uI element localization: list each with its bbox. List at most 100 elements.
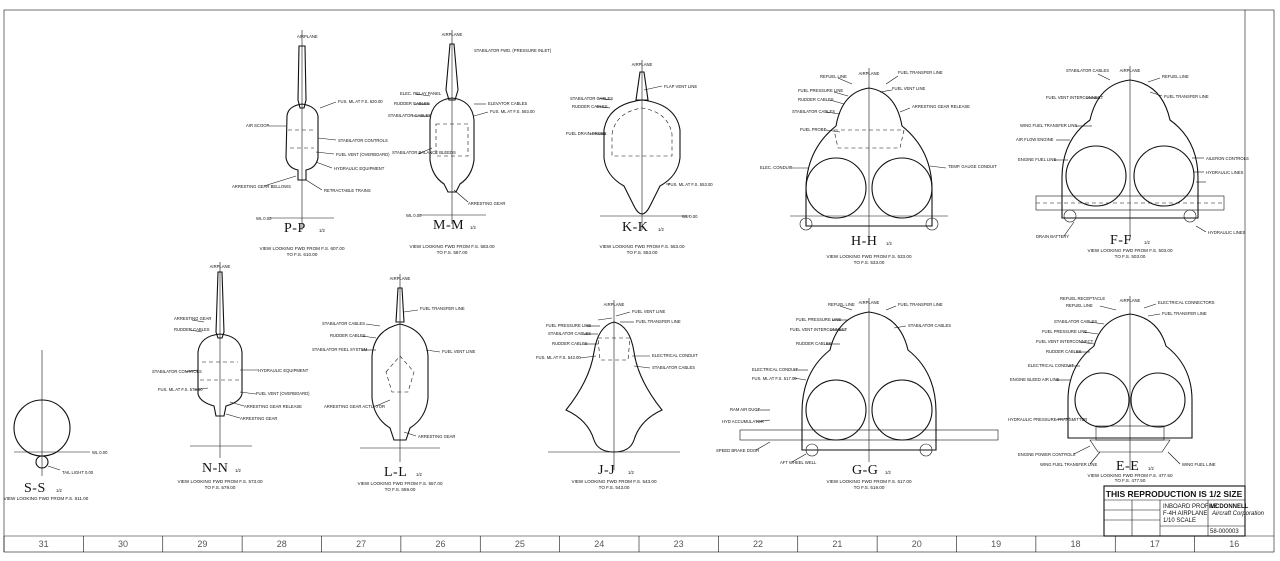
note: ARRESTING GEAR bbox=[418, 434, 455, 439]
note: RUDDER CABLES bbox=[798, 97, 834, 102]
zone-number: 27 bbox=[356, 539, 366, 549]
section-m-m: AIRPLANE STABILATOR FWD. (PRESSURE INLET… bbox=[388, 30, 552, 255]
note: ENGINE POWER CONTROLS bbox=[1018, 452, 1076, 457]
note: FUEL VENT LINE bbox=[892, 86, 925, 91]
section-label: N-N bbox=[202, 461, 228, 476]
zone-number: 18 bbox=[1071, 539, 1081, 549]
note: RUDDER CABLES bbox=[394, 101, 430, 106]
section-n-n: AIRPLANE ARRESTING GEAR RUDDER CABLES ST… bbox=[152, 262, 310, 490]
note: FUEL PRESSURE LINE bbox=[546, 323, 591, 328]
section-scale: 1/2 bbox=[1148, 466, 1154, 471]
note: STABILATOR FEEL SYSTEM bbox=[312, 347, 368, 352]
engine-left bbox=[1074, 372, 1130, 428]
zone-number: 29 bbox=[197, 539, 207, 549]
zone-number: 22 bbox=[753, 539, 763, 549]
tail-light bbox=[35, 455, 49, 469]
note: AIR FLOW ENGINE bbox=[1016, 137, 1054, 142]
note: STABILATOR CABLES bbox=[322, 321, 365, 326]
note: STABILATOR CABLES bbox=[792, 109, 835, 114]
view-caption: TO F.S. 559.00 bbox=[385, 487, 416, 492]
fuselage-outline bbox=[801, 311, 937, 451]
note: RUDDER CABLES bbox=[552, 341, 588, 346]
zone-number: 19 bbox=[991, 539, 1001, 549]
note: REFUEL LINE bbox=[820, 74, 847, 79]
section-scale: 1/2 bbox=[319, 228, 325, 233]
note: ENGINE BLEED AIR LINE bbox=[1010, 377, 1060, 382]
note: FUEL TRANSFER LINE bbox=[1162, 311, 1207, 316]
note: AIRPLANE bbox=[859, 300, 880, 305]
note: FLAP VENT LINE bbox=[664, 84, 697, 89]
view-caption: TO F.S. 587.00 bbox=[437, 250, 468, 255]
wing-root bbox=[739, 429, 999, 441]
section-label: G-G bbox=[852, 463, 878, 478]
section-l-l: AIRPLANE FUEL TRANSFER LINE STABILATOR C… bbox=[312, 274, 475, 492]
note: HYDRAULIC EQUIPMENT bbox=[334, 166, 385, 171]
note: FUEL TRANSFER LINE bbox=[898, 302, 943, 307]
note: FUEL PRESSURE LINE bbox=[1042, 329, 1087, 334]
note: AILERON CONTROLS bbox=[1206, 156, 1249, 161]
section-g-g: AIRPLANE REFUEL LINE FUEL TRANSFER LINE … bbox=[716, 298, 999, 490]
note: ELEVATOR CABLES bbox=[488, 101, 528, 106]
view-caption: VIEW LOOKING FWD FROM F.S. 583.00 bbox=[410, 244, 495, 249]
note: ELEC. RELAY PANEL bbox=[400, 91, 442, 96]
note: TEMP. GAUGE CONDUIT bbox=[948, 164, 997, 169]
section-scale: 1/2 bbox=[1144, 240, 1150, 245]
view-caption: VIEW LOOKING FWD FROM F.S. 557.00 bbox=[358, 481, 443, 486]
zone-number: 26 bbox=[436, 539, 446, 549]
view-caption: VIEW LOOKING FWD FROM F.S. 607.00 bbox=[260, 246, 345, 251]
fuselage-outline bbox=[371, 323, 429, 441]
note: FUEL DRAIN PROBE bbox=[566, 131, 607, 136]
view-caption: TO F.S. 533.00 bbox=[854, 260, 885, 265]
note: AIRPLANE bbox=[604, 302, 625, 307]
engine-right bbox=[871, 379, 933, 441]
note: STABILATOR CABLES bbox=[388, 113, 431, 118]
note: ELECTRICAL CONDUIT bbox=[752, 367, 798, 372]
note: STABILATOR FWD. (PRESSURE INLET) bbox=[474, 48, 552, 53]
note: STABILATOR CABLES bbox=[570, 96, 613, 101]
view-caption: TO F.S. 579.00 bbox=[205, 485, 236, 490]
note: SPEED BRAKE DOOR bbox=[716, 448, 759, 453]
engine-right bbox=[1130, 372, 1186, 428]
note: WL 0.00 bbox=[92, 450, 108, 455]
engine-left bbox=[1065, 145, 1127, 207]
view-caption: VIEW LOOKING FWD FROM F.S. 533.00 bbox=[827, 254, 912, 259]
note: WL 0.00 bbox=[256, 216, 272, 221]
drawing-title: INBOARD PROFILE bbox=[1163, 504, 1218, 510]
section-scale: 1/2 bbox=[658, 227, 664, 232]
fuselage-outline bbox=[565, 321, 663, 453]
note: WING FUEL TRANSFER LINE bbox=[1040, 462, 1097, 467]
section-p-p: AIRPLANE FUS. ML AT F.S. 620.00 AIR SCOO… bbox=[232, 30, 390, 257]
note: REFUEL LINE bbox=[828, 302, 855, 307]
note: FUS. ML AT F.S. 543.00 bbox=[536, 355, 581, 360]
zone-number: 24 bbox=[594, 539, 604, 549]
view-caption: TO F.S. 503.00 bbox=[1115, 254, 1146, 259]
section-label: K-K bbox=[622, 220, 648, 235]
note: RUDDER CABLES bbox=[796, 341, 832, 346]
note: AIRPLANE bbox=[1120, 298, 1141, 303]
note: AIRPLANE bbox=[297, 34, 318, 39]
zone-number: 25 bbox=[515, 539, 525, 549]
fuselage-outline bbox=[805, 87, 933, 227]
note: AFT WHEEL WELL bbox=[780, 460, 817, 465]
section-label: F-F bbox=[1110, 233, 1132, 248]
section-label: E-E bbox=[1116, 459, 1139, 474]
note: DRAIN BATTERY bbox=[1036, 234, 1069, 239]
section-label: P-P bbox=[284, 221, 306, 236]
note: ARRESTING GEAR ACTUATOR bbox=[324, 404, 385, 409]
note: REFUEL LINE bbox=[1066, 303, 1093, 308]
note: STABILATOR CONTROLS bbox=[338, 138, 388, 143]
view-caption: TO F.S. 553.00 bbox=[627, 250, 658, 255]
note: AIRPLANE bbox=[390, 276, 411, 281]
zone-number: 17 bbox=[1150, 539, 1160, 549]
section-s-s: WL 0.00 TAIL LIGHT 0.00 S-S 1/2 VIEW LOO… bbox=[4, 350, 108, 501]
note: STABILATOR CABLES bbox=[908, 323, 951, 328]
note: RUDDER CABLES bbox=[174, 327, 210, 332]
note: HYDRAULIC PRESSURE TRANSMITTER bbox=[1008, 417, 1087, 422]
reproduction-note: THIS REPRODUCTION IS 1/2 SIZE bbox=[1106, 489, 1243, 499]
section-label: J-J bbox=[598, 463, 615, 478]
note: ARRESTING GEAR bbox=[468, 201, 505, 206]
view-caption: VIEW LOOKING FWD FROM F.S. 517.00 bbox=[827, 479, 912, 484]
section-h-h: AIRPLANE REFUEL LINE FUEL TRANSFER LINE … bbox=[760, 68, 997, 265]
section-f-f: AIRPLANE STABILATOR CABLES REFUEL LINE F… bbox=[1016, 66, 1249, 259]
